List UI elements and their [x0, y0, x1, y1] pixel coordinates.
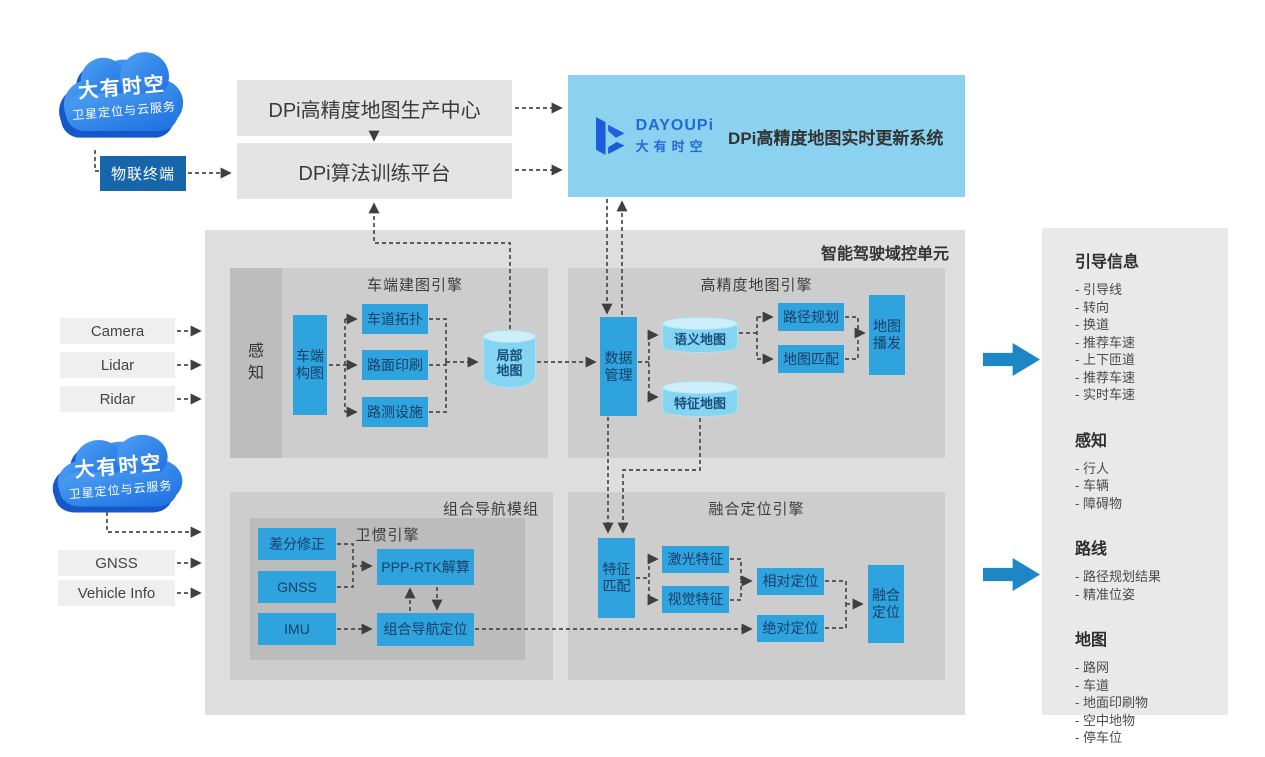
input-gnss: GNSS — [58, 550, 175, 576]
node-diff-correction: 差分修正 — [258, 528, 336, 560]
training-platform-box: DPi算法训练平台 — [237, 143, 512, 199]
section-route: 路线 - 路径规划结果 - 精准位姿 — [1075, 535, 1218, 603]
node-roadside-facility: 路测设施 — [362, 397, 428, 427]
node-visual-feature: 视觉特征 — [662, 586, 729, 613]
hd-map-engine-title: 高精度地图引擎 — [700, 277, 813, 294]
cylinder-local-map: 局部地图 — [483, 330, 536, 388]
flow-arrow-bottom-icon — [983, 558, 1040, 591]
dayoupi-logo: DAYOUPi 大有时空 — [590, 114, 714, 158]
realtime-system-label: DPi高精度地图实时更新系统 — [728, 128, 944, 148]
node-feature-matching: 特征匹配 — [598, 538, 635, 618]
list-item: - 推荐车速 — [1075, 334, 1135, 350]
input-camera: Camera — [60, 318, 175, 344]
list-item: - 换道 — [1075, 317, 1109, 332]
nav-module-title: 组合导航模组 — [442, 501, 539, 518]
section-guidance: 引导信息 - 引导线 - 转向 - 换道 - 推荐车速 - 上下匝道 - 推荐车… — [1075, 248, 1218, 404]
node-relative-positioning: 相对定位 — [757, 568, 824, 595]
realtime-update-system-box: DAYOUPi 大有时空 DPi高精度地图实时更新系统 — [568, 75, 965, 197]
node-road-marking: 路面印刷 — [362, 350, 428, 380]
production-center-box: DPi高精度地图生产中心 — [237, 80, 512, 136]
list-item: - 路网 — [1075, 660, 1109, 675]
cloud-icon — [52, 434, 183, 513]
list-item: - 地面印刷物 — [1075, 695, 1148, 710]
output-info-panel: 引导信息 - 引导线 - 转向 - 换道 - 推荐车速 - 上下匝道 - 推荐车… — [1042, 228, 1228, 745]
list-item: - 精准位姿 — [1075, 586, 1135, 602]
list-item: - 车辆 — [1075, 478, 1109, 493]
cylinder-feature-map: 特征地图 — [662, 381, 738, 417]
list-item: - 障碍物 — [1075, 495, 1122, 511]
node-absolute-positioning: 绝对定位 — [757, 615, 824, 642]
node-lane-topology: 车道拓扑 — [362, 304, 428, 334]
node-fusion-positioning: 融合定位 — [868, 565, 904, 643]
section-perception: 感知 - 行人 - 车辆 - 障碍物 — [1075, 427, 1218, 513]
node-vehicle-mapping: 车端构图 — [293, 315, 327, 415]
list-item: - 车道 — [1075, 677, 1109, 693]
domain-unit-title: 智能驾驶域控单元 — [820, 246, 949, 263]
node-laser-feature: 激光特征 — [662, 546, 729, 573]
section-map: 地图 - 路网 - 车道 - 地面印刷物 - 空中地物 - 停车位 — [1075, 626, 1218, 747]
flow-arrow-top-icon — [983, 343, 1040, 376]
node-path-planning: 路径规划 — [778, 303, 844, 331]
node-ppp-rtk: PPP-RTK解算 — [377, 549, 474, 585]
list-item: - 行人 — [1075, 460, 1109, 476]
list-item: - 转向 — [1075, 299, 1109, 315]
input-ridar: Ridar — [60, 386, 175, 412]
logo-text-en: DAYOUPi — [635, 117, 715, 134]
input-vehicle-info: Vehicle Info — [58, 580, 175, 606]
list-item: - 引导线 — [1075, 282, 1122, 297]
node-imu: IMU — [258, 613, 336, 645]
node-map-matching: 地图匹配 — [778, 345, 844, 373]
node-gnss: GNSS — [258, 571, 336, 603]
node-integrated-nav: 组合导航定位 — [377, 613, 474, 646]
list-item: - 停车位 — [1075, 730, 1122, 745]
cloud-satellite-service-top: 大有时空 卫星定位与云服务 — [45, 38, 200, 148]
cylinder-semantic-map: 语义地图 — [662, 317, 738, 353]
node-map-broadcast: 地图播发 — [869, 295, 905, 375]
cloud-satellite-service-bottom: 大有时空 卫星定位与云服务 — [38, 423, 200, 521]
list-item: - 实时车速 — [1075, 387, 1135, 402]
input-lidar: Lidar — [60, 352, 175, 378]
list-item: - 路径规划结果 — [1075, 569, 1161, 584]
iot-terminal-box: 物联终端 — [100, 156, 186, 191]
fusion-engine-title: 融合定位引擎 — [708, 501, 805, 518]
logo-text-cn: 大有时空 — [635, 139, 708, 154]
inertial-engine-title: 卫惯引擎 — [355, 527, 420, 544]
dayoupi-logo-icon — [595, 117, 625, 155]
list-item: - 推荐车速 — [1075, 369, 1135, 385]
perception-bar: 感知 — [230, 268, 282, 458]
list-item: - 空中地物 — [1075, 712, 1135, 728]
list-item: - 上下匝道 — [1075, 352, 1135, 367]
mapping-engine-title: 车端建图引擎 — [366, 277, 463, 294]
node-data-management: 数据管理 — [600, 317, 637, 416]
cloud-icon — [59, 52, 184, 138]
